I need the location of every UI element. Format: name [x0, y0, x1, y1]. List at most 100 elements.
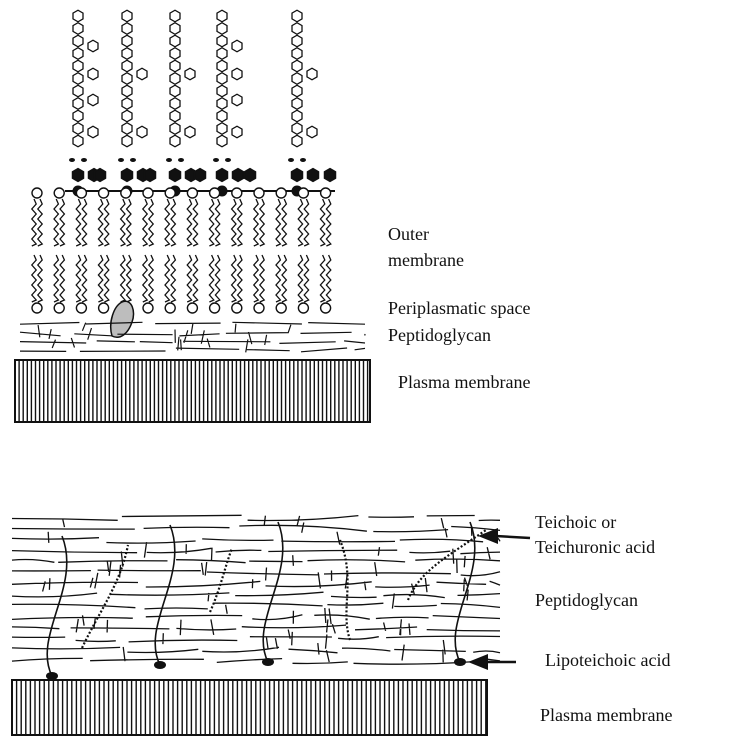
outer-lipid-head	[254, 188, 264, 198]
sugar-hexagon	[169, 169, 180, 182]
sugar-hexagon	[73, 60, 83, 72]
inner-lipid-head	[165, 303, 175, 313]
sugar-hexagon	[244, 169, 255, 182]
sugar-hexagon	[88, 126, 98, 138]
sugar-hexagon	[185, 126, 195, 138]
lipoteichoic-anchor	[154, 661, 166, 669]
sugar-hexagon	[122, 98, 132, 110]
sugar-hexagon	[292, 23, 302, 35]
sugar-hexagon	[217, 123, 227, 135]
sugar-hexagon	[292, 85, 302, 97]
sugar-hexagon	[144, 169, 155, 182]
outer-lipid-head	[276, 188, 286, 198]
peptidoglycan-label-bottom: Peptidoglycan	[535, 588, 638, 612]
inner-lipid-head	[99, 303, 109, 313]
gn-pg-strands	[20, 322, 365, 352]
outer-lipid-head	[54, 188, 64, 198]
sugar-hexagon	[170, 98, 180, 110]
plasma-membrane-label-bottom: Plasma membrane	[540, 703, 672, 727]
lipopolysaccharide-chains	[65, 10, 336, 196]
inner-lipid-head	[232, 303, 242, 313]
sugar-hexagon	[72, 169, 83, 182]
linker-dot	[213, 158, 219, 162]
outer-lipid-head	[210, 188, 220, 198]
outer-lipid-head	[187, 188, 197, 198]
sugar-hexagon	[170, 10, 180, 22]
lipoteichoic-anchor	[454, 658, 466, 666]
gram-positive-peptidoglycan	[12, 515, 500, 680]
linker-dot	[118, 158, 124, 162]
sugar-hexagon	[232, 94, 242, 106]
teichoic-label-line1: Teichoic or	[535, 510, 616, 534]
sugar-hexagon	[73, 110, 83, 122]
sugar-hexagon	[170, 23, 180, 35]
linker-dot	[166, 158, 172, 162]
sugar-hexagon	[307, 68, 317, 80]
gram-positive-plasma-membrane	[12, 680, 487, 735]
sugar-hexagon	[217, 23, 227, 35]
sugar-hexagon	[122, 60, 132, 72]
lipid-tails	[32, 199, 331, 302]
inner-lipid-head	[321, 303, 331, 313]
sugar-hexagon	[122, 73, 132, 85]
gram-negative-plasma-membrane	[15, 360, 370, 422]
sugar-hexagon	[121, 169, 132, 182]
outer-lipid-head	[298, 188, 308, 198]
inner-lipid-head	[76, 303, 86, 313]
sugar-hexagon	[307, 169, 318, 182]
sugar-hexagon	[73, 73, 83, 85]
sugar-hexagon	[73, 35, 83, 47]
peptidoglycan-label-top: Peptidoglycan	[388, 323, 491, 347]
sugar-hexagon	[232, 68, 242, 80]
sugar-hexagon	[122, 135, 132, 147]
outer-lipid-head	[121, 188, 131, 198]
sugar-hexagon	[122, 85, 132, 97]
inner-lipid-head	[187, 303, 197, 313]
lipoteichoic-chain	[263, 522, 283, 662]
sugar-hexagon	[170, 110, 180, 122]
sugar-hexagon	[217, 98, 227, 110]
sugar-hexagon	[217, 135, 227, 147]
sugar-hexagon	[122, 10, 132, 22]
sugar-hexagon	[88, 68, 98, 80]
sugar-hexagon	[122, 35, 132, 47]
teichoic-label-line2: Teichuronic acid	[535, 535, 655, 559]
linker-dot	[225, 158, 231, 162]
sugar-hexagon	[122, 48, 132, 60]
lipoteichoic-chain	[47, 536, 67, 676]
sugar-hexagon	[73, 123, 83, 135]
sugar-hexagon	[170, 60, 180, 72]
sugar-hexagon	[73, 98, 83, 110]
sugar-hexagon	[292, 98, 302, 110]
sugar-hexagon	[170, 85, 180, 97]
linker-dot	[130, 158, 136, 162]
sugar-hexagon	[170, 48, 180, 60]
periplasmic-protein	[111, 301, 134, 337]
sugar-hexagon	[217, 85, 227, 97]
sugar-hexagon	[122, 123, 132, 135]
sugar-hexagon	[292, 73, 302, 85]
inner-lipid-head	[276, 303, 286, 313]
sugar-hexagon	[194, 169, 205, 182]
lipoteichoic-anchor	[262, 658, 274, 666]
outer-membrane-label-line1: Outer	[388, 222, 429, 246]
lipoteichoic-acid-label: Lipoteichoic acid	[545, 648, 670, 672]
plasma-membrane-label-top: Plasma membrane	[398, 370, 530, 394]
sugar-hexagon	[232, 169, 243, 182]
sugar-hexagon	[170, 135, 180, 147]
lipoteichoic-anchor	[46, 672, 58, 680]
linker-dot	[69, 158, 75, 162]
sugar-hexagon	[137, 126, 147, 138]
sugar-hexagon	[73, 10, 83, 22]
sugar-hexagon	[217, 35, 227, 47]
sugar-hexagon	[73, 23, 83, 35]
lipoteichoic-arrow	[468, 654, 516, 670]
sugar-hexagon	[216, 169, 227, 182]
inner-lipid-head	[254, 303, 264, 313]
inner-lipid-head	[54, 303, 64, 313]
sugar-hexagon	[88, 40, 98, 52]
inner-lipid-head	[143, 303, 153, 313]
linker-dot	[288, 158, 294, 162]
gp-plasma-frame	[12, 680, 487, 735]
sugar-hexagon	[292, 48, 302, 60]
